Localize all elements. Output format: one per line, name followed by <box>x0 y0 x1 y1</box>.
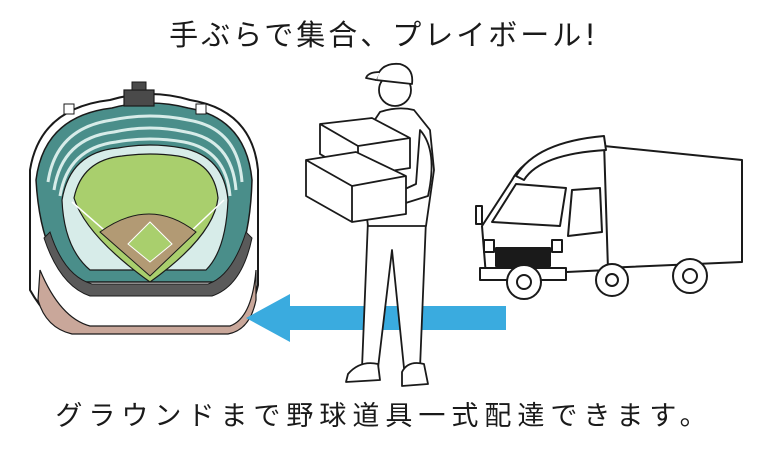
truck-side-window <box>567 187 603 237</box>
truck-roof-deflector <box>515 135 607 181</box>
truck-windshield <box>491 183 567 227</box>
truck-mirror <box>475 205 483 225</box>
person-shoe-left <box>345 362 381 383</box>
truck-headlight-right <box>551 239 563 253</box>
truck-grille <box>495 247 551 267</box>
person-cap <box>375 62 414 85</box>
infield-grass <box>127 221 173 263</box>
light-tower-right <box>195 103 207 115</box>
stadium-lower-stands <box>43 231 253 297</box>
stadium-seat-rows <box>46 114 244 197</box>
truck-cargo-box <box>603 145 743 269</box>
stadium-facade <box>37 269 257 335</box>
baseball-stadium-illustration <box>29 81 259 335</box>
scoreboard <box>123 89 155 107</box>
truck-headlight-left <box>483 239 495 253</box>
person-legs <box>361 219 427 369</box>
headline: 手ぶらで集合、プレイボール! <box>169 18 599 52</box>
box-bottom <box>305 151 407 223</box>
person-shoe-right <box>401 362 429 387</box>
caption: グラウンドまで野球道具一式配達できます。 <box>55 401 713 432</box>
light-tower-left <box>63 103 75 115</box>
delivery-truck-illustration <box>475 135 743 300</box>
delivery-person-carrying-boxes <box>305 62 435 387</box>
